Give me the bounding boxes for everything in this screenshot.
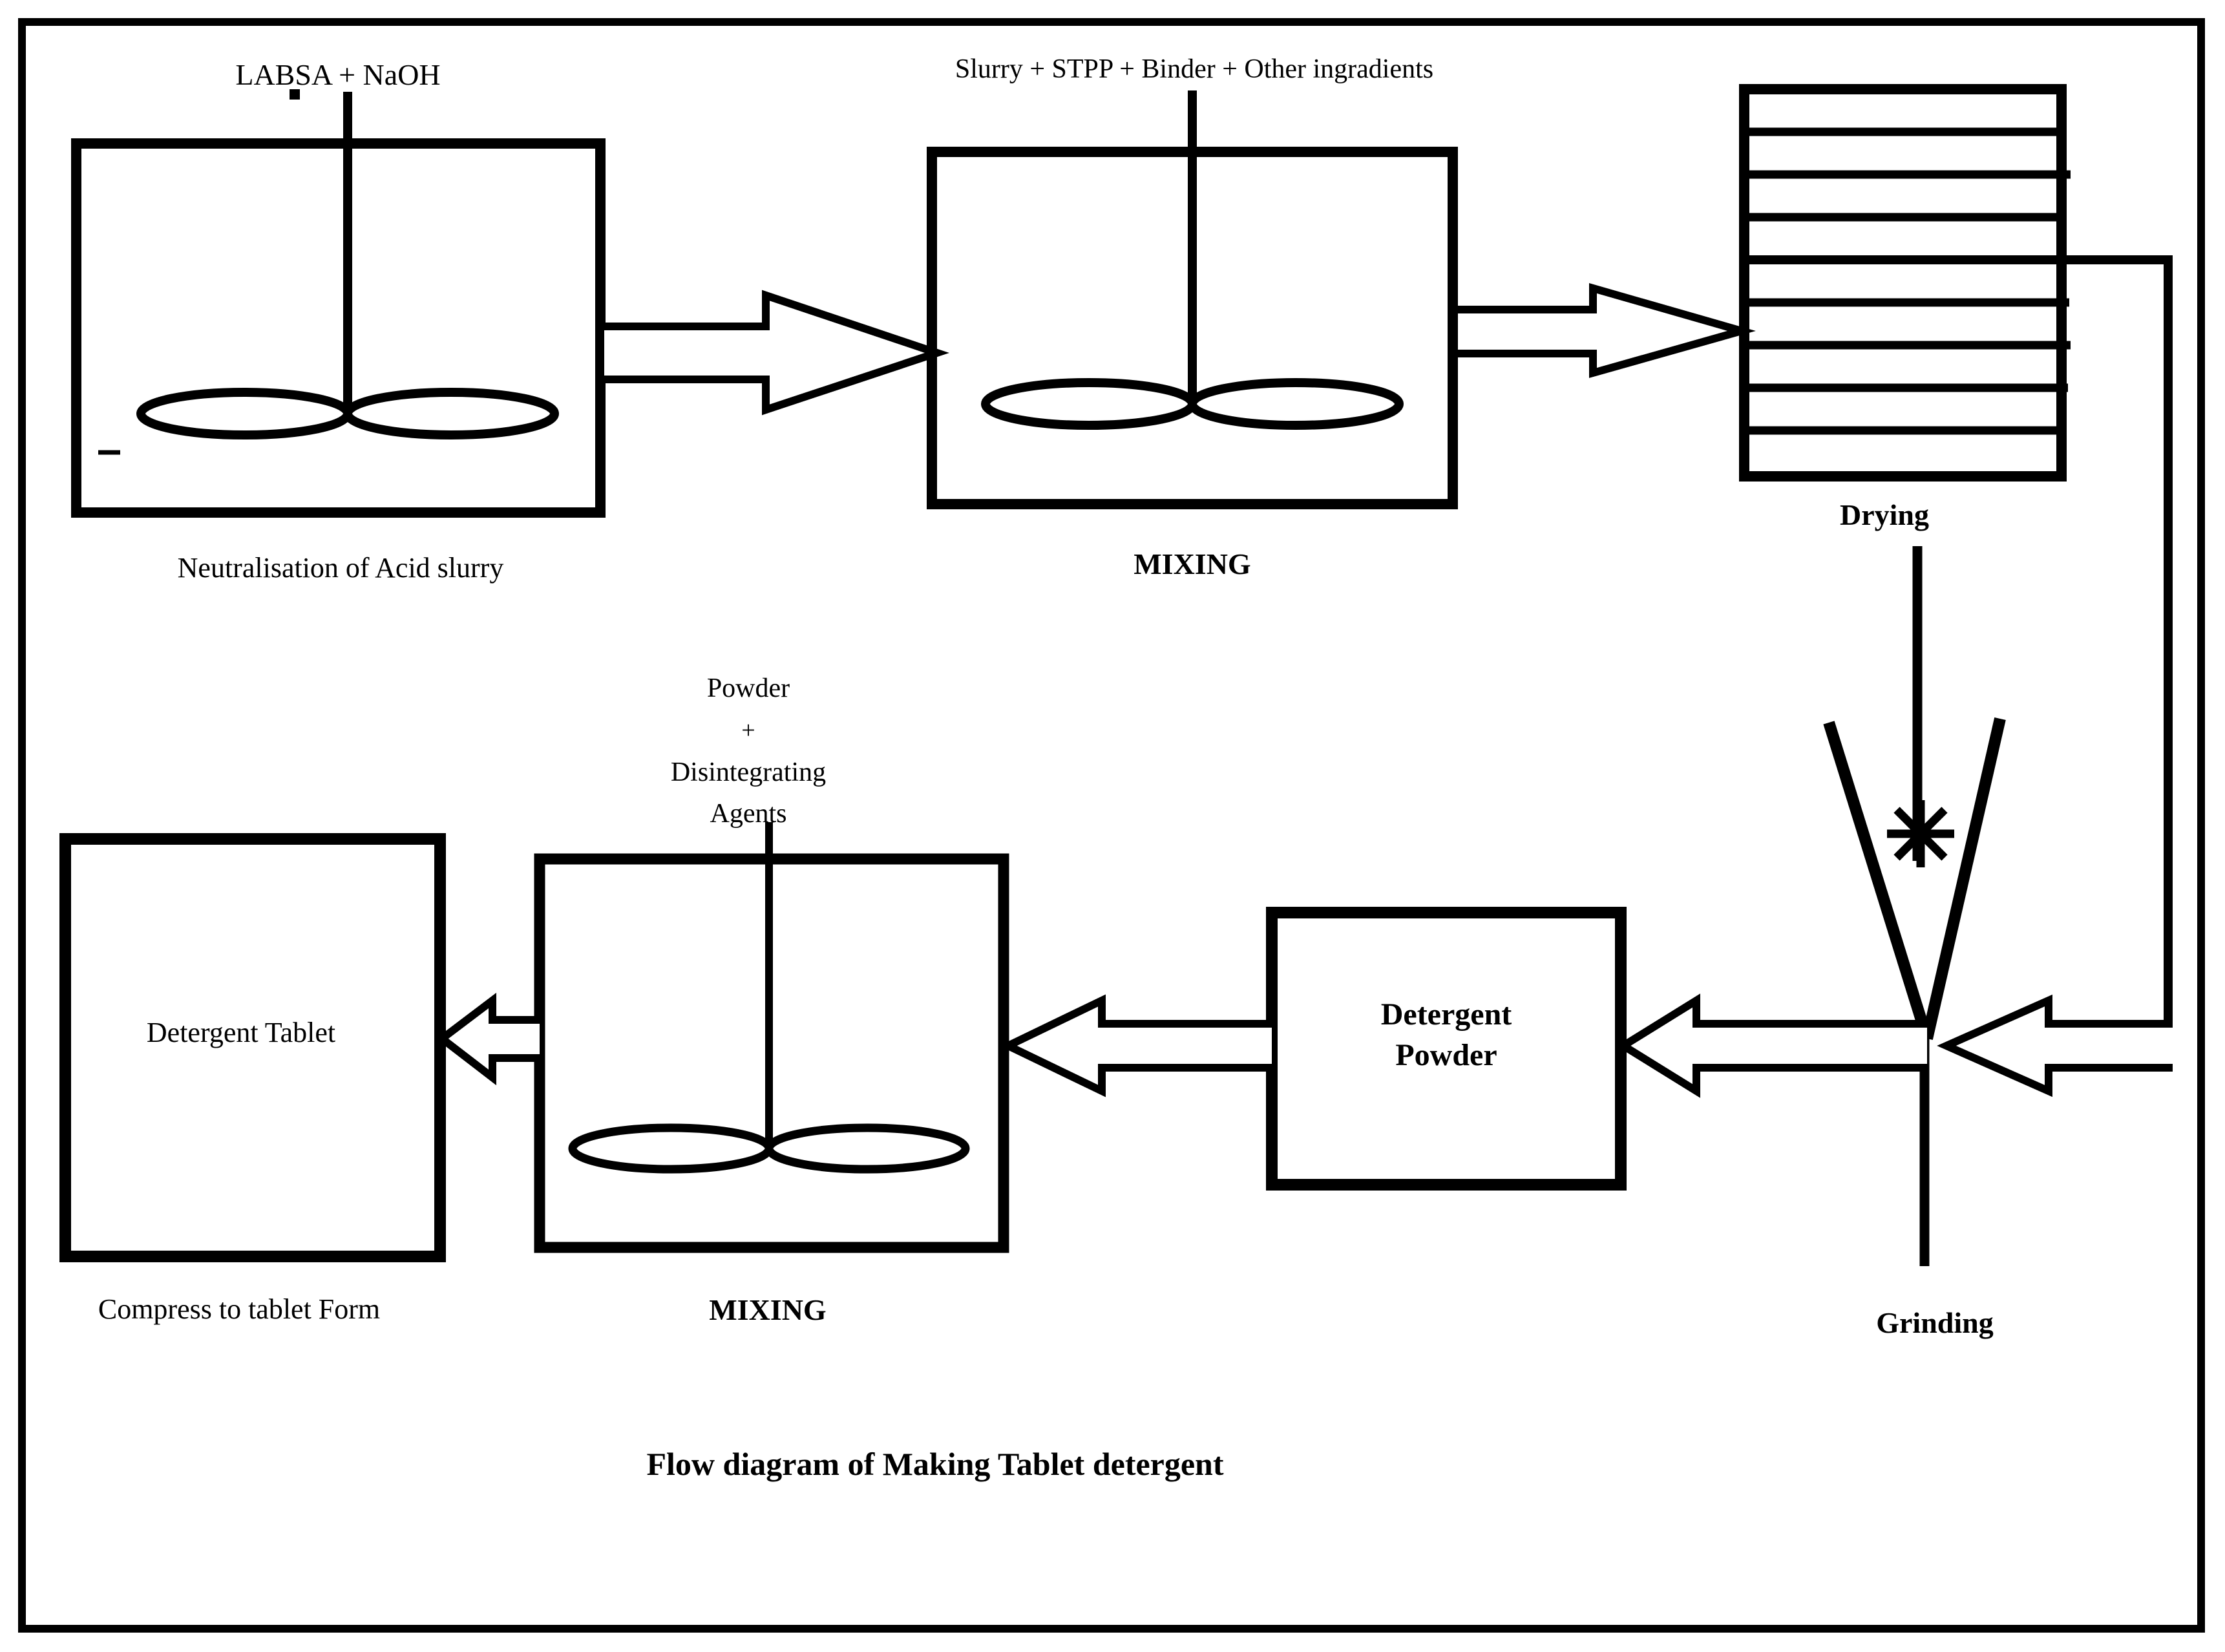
grinder-asterisk-icon <box>1887 800 1954 867</box>
grinder-funnel-left-icon <box>1823 721 1933 1041</box>
mixing-top-group: Slurry + STPP + Binder + Other ingradien… <box>927 54 1458 580</box>
outer-border <box>18 18 2205 1633</box>
grinding-caption: Grinding <box>1876 1306 1994 1339</box>
drying-caption: Drying <box>1840 498 1929 531</box>
arrow-neutralisation-to-mixing <box>604 290 949 416</box>
grinding-group: Grinding <box>1823 546 2006 1339</box>
grinder-funnel-right-icon <box>1921 717 2006 1041</box>
neutralisation-tank <box>71 138 606 518</box>
detergent-powder-text-line1: Detergent <box>1381 997 1512 1032</box>
detergent-tablet-text: Detergent Tablet <box>147 1017 335 1048</box>
drying-rack-group: Drying <box>1739 84 2173 1066</box>
stirrer-blade-right-icon <box>765 1123 970 1174</box>
arrow-powder-to-mixing <box>999 994 1272 1097</box>
arrow-grinding-to-powder <box>1616 993 1927 1098</box>
drying-rack <box>1739 84 2067 482</box>
stirrer-blade-left-icon <box>981 378 1197 430</box>
mixing-bottom-group: Powder + Disintegrating Agents MIXING <box>534 673 1009 1326</box>
arrow-mixing-to-drying <box>1458 283 1756 378</box>
mixing-bottom-input-line4: Agents <box>710 799 787 829</box>
figure-caption: Flow diagram of Making Tablet detergent <box>646 1446 1223 1482</box>
neutralisation-tank-group: LABSA + NaOH Neutralisation of Acid slur… <box>71 58 606 584</box>
detergent-powder-group: Detergent Powder <box>1266 907 1627 1191</box>
mixing-bottom-caption: MIXING <box>709 1293 826 1326</box>
mixing-bottom-input-line2: + <box>741 717 755 744</box>
compress-caption: Compress to tablet Form <box>98 1293 380 1325</box>
arrow-mixing-to-tablet <box>436 992 540 1086</box>
mixing-bottom-input-line1: Powder <box>707 673 790 703</box>
mixing-top-input-label: Slurry + STPP + Binder + Other ingradien… <box>955 54 1433 84</box>
mixing-bottom-input-line3: Disintegrating <box>671 757 826 787</box>
stirrer-blade-left-icon <box>568 1123 774 1174</box>
input-label-dot-artifact <box>290 89 300 100</box>
stirrer-blade-right-icon <box>1188 378 1404 430</box>
neutralisation-input-label: LABSA + NaOH <box>235 58 440 91</box>
stirrer-blade-left-icon <box>136 388 352 439</box>
detergent-powder-text-line2: Powder <box>1395 1038 1497 1072</box>
arrow-drying-to-grinding <box>1937 994 2173 1097</box>
detergent-tablet-box <box>59 833 446 1262</box>
detergent-tablet-group: Detergent Tablet Compress to tablet Form <box>59 833 446 1325</box>
neutralisation-caption: Neutralisation of Acid slurry <box>178 552 504 584</box>
mixing-top-caption: MIXING <box>1134 547 1250 580</box>
stirrer-blade-right-icon <box>343 388 559 439</box>
drying-shelves <box>1744 127 2071 435</box>
